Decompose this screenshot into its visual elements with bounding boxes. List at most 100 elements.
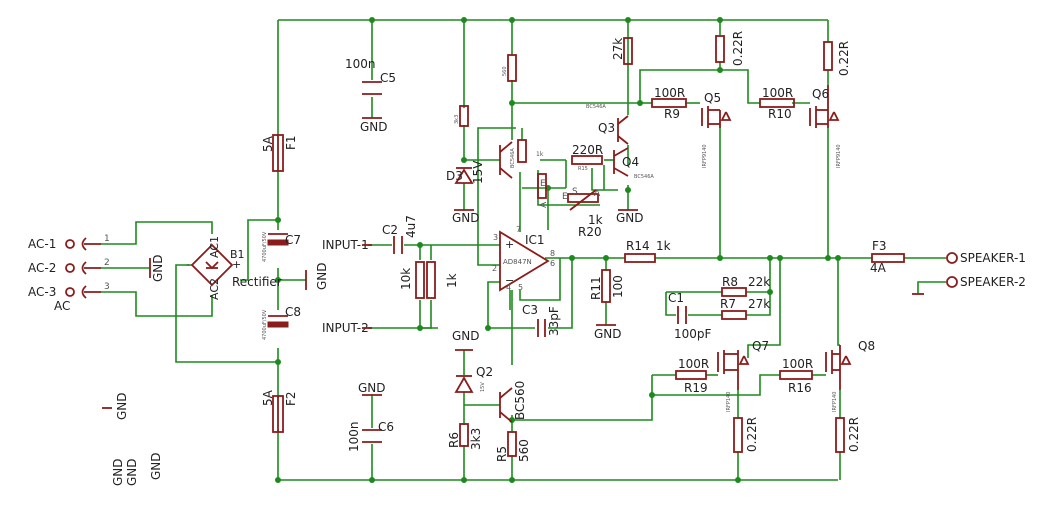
transistor-q4: Q4 BC546A GND — [613, 147, 654, 225]
svg-text:AC-3: AC-3 — [28, 285, 56, 299]
svg-text:100: 100 — [611, 275, 625, 298]
svg-text:100R: 100R — [678, 357, 709, 371]
svg-text:C7: C7 — [285, 233, 301, 247]
fuse-f2: 5A F2 — [261, 389, 298, 433]
svg-text:5A: 5A — [261, 389, 275, 406]
svg-text:Q4: Q4 — [622, 155, 639, 169]
svg-text:GND: GND — [125, 458, 139, 486]
resistor-27k-upper: 27k — [611, 37, 633, 65]
svg-text:3k3: 3k3 — [454, 115, 460, 124]
svg-text:3: 3 — [493, 233, 498, 242]
resistor-r10: 100R R10 — [759, 86, 795, 121]
svg-text:0.22R: 0.22R — [745, 417, 759, 452]
svg-text:GND: GND — [616, 211, 644, 225]
svg-text:R20: R20 — [578, 225, 602, 239]
svg-text:AD847N: AD847N — [503, 258, 532, 266]
svg-text:GND: GND — [358, 381, 386, 395]
svg-text:AC-2: AC-2 — [28, 261, 56, 275]
svg-text:R11: R11 — [589, 276, 603, 300]
svg-text:IC1: IC1 — [525, 233, 545, 247]
svg-text:GND: GND — [111, 458, 125, 486]
resistor-0r22-q7: 0.22R — [733, 417, 759, 453]
transistor-q3: Q3 BC546A — [586, 104, 629, 145]
fuse-f1: 5A F1 — [261, 134, 298, 172]
svg-text:100n: 100n — [345, 57, 376, 71]
svg-text:AC: AC — [54, 299, 70, 313]
svg-text:Q5: Q5 — [704, 91, 721, 105]
stray-gnd-labels: GND GND GND GND — [102, 392, 163, 486]
gnd-opamp: GND — [452, 329, 480, 351]
svg-text:AC-1: AC-1 — [28, 237, 56, 251]
svg-text:IRFP9140: IRFP9140 — [702, 144, 708, 168]
svg-text:Q6: Q6 — [812, 87, 829, 101]
svg-text:1k: 1k — [588, 213, 603, 227]
svg-text:BC546A: BC546A — [634, 174, 654, 180]
svg-text:560: 560 — [517, 439, 531, 462]
diode-d1: 15V — [454, 375, 486, 393]
resistor-r15: 220R R15 — [571, 143, 603, 172]
capacitor-c5: 100n C5 GND — [345, 57, 396, 134]
mosfet-q6: Q6 IRFP9140 — [809, 85, 842, 168]
resistor-r6: R6 3k3 — [447, 423, 483, 450]
svg-text:2: 2 — [492, 264, 497, 273]
svg-text:R5: R5 — [495, 446, 509, 462]
svg-text:6: 6 — [550, 259, 555, 268]
svg-text:C2: C2 — [382, 223, 398, 237]
mosfet-q7: Q7 IRFP140 — [717, 339, 769, 412]
input-1: INPUT-1 — [322, 238, 372, 252]
resistor-560-upper: 560 — [502, 54, 517, 82]
svg-text:Q8: Q8 — [858, 339, 875, 353]
resistor-r9: 100R R9 — [651, 86, 687, 121]
speaker-1-terminal: SPEAKER-1 — [946, 251, 1026, 265]
svg-text:Q2: Q2 — [476, 365, 493, 379]
svg-text:AC1: AC1 — [208, 236, 221, 258]
svg-text:C8: C8 — [285, 305, 301, 319]
svg-text:GND: GND — [151, 254, 165, 282]
svg-text:GND: GND — [149, 452, 163, 480]
svg-text:560: 560 — [502, 66, 508, 76]
svg-text:10k: 10k — [399, 268, 413, 290]
resistor-0r22-q6: 0.22R — [823, 41, 851, 76]
trimmer-r20: E S E A A 1k R20 — [537, 173, 603, 239]
svg-text:7: 7 — [516, 225, 521, 234]
resistor-10k: 10k — [399, 261, 425, 299]
capacitor-c6: GND C6 100n — [347, 381, 394, 452]
svg-text:C3: C3 — [522, 303, 538, 317]
junctions — [275, 17, 841, 483]
fuse-f3: F3 4A — [870, 239, 905, 275]
svg-text:22k: 22k — [748, 275, 770, 289]
resistor-r19: 100R R19 — [675, 357, 709, 395]
rectifier-b1: B1 Rectifier AC1 AC2 + - — [186, 236, 282, 300]
svg-text:GND: GND — [594, 327, 622, 341]
svg-text:5A: 5A — [261, 135, 275, 152]
resistor-r14: R14 1k — [624, 239, 671, 263]
capacitor-c2: C2 4u7 — [382, 215, 418, 254]
svg-text:3: 3 — [104, 282, 110, 292]
svg-text:0.22R: 0.22R — [847, 417, 861, 452]
svg-text:BC546A: BC546A — [586, 104, 606, 110]
speaker-2-terminal: SPEAKER-2 — [912, 275, 1026, 295]
svg-text:AC2: AC2 — [208, 278, 221, 300]
svg-text:F1: F1 — [284, 135, 298, 150]
input-2: INPUT-2 — [322, 321, 372, 335]
svg-text:E: E — [540, 179, 546, 189]
svg-text:GND: GND — [315, 262, 329, 290]
svg-text:SPEAKER-2: SPEAKER-2 — [960, 275, 1026, 289]
resistor-r7: R7 27k — [720, 297, 770, 320]
svg-text:100R: 100R — [782, 357, 813, 371]
svg-text:C6: C6 — [378, 420, 394, 434]
svg-text:A: A — [539, 201, 549, 208]
gnd-ac2: GND — [149, 254, 165, 282]
svg-text:R9: R9 — [664, 107, 680, 121]
svg-text:4: 4 — [506, 283, 511, 292]
svg-text:BC546A: BC546A — [510, 148, 516, 168]
svg-text:B1: B1 — [230, 248, 245, 261]
svg-text:100pF: 100pF — [674, 327, 712, 341]
svg-text:+: + — [232, 258, 241, 271]
svg-text:C1: C1 — [668, 291, 684, 305]
svg-text:GND: GND — [452, 329, 480, 343]
svg-text:R6: R6 — [447, 432, 461, 448]
svg-text:1k: 1k — [536, 151, 544, 158]
wires — [101, 19, 946, 481]
